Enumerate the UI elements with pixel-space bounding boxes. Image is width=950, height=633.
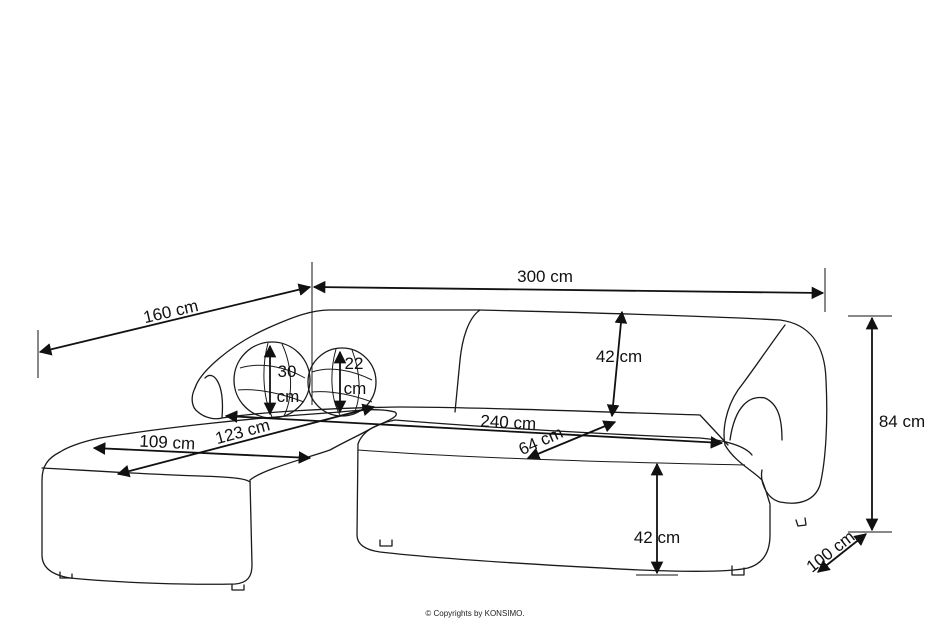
label-back-height: 42 cm: [596, 347, 642, 366]
pillow-large: [233, 341, 311, 419]
sofa-left-arm: [191, 374, 224, 420]
dimension-lines: [37, 262, 892, 576]
label-width-total: 300 cm: [517, 267, 573, 286]
label-depth-left: 160 cm: [141, 296, 200, 327]
copyright-notice: © Copyrights by KONSIMO.: [425, 609, 524, 618]
sofa-backrest: [194, 309, 828, 504]
label-pillow-large-value: 30: [278, 362, 297, 381]
label-seat-height: 42 cm: [634, 528, 680, 547]
sofa-legs: [59, 517, 807, 591]
label-chaise-width: 109 cm: [139, 432, 196, 454]
seat-front: [356, 419, 771, 572]
label-pillow-large-unit: cm: [277, 387, 300, 406]
label-pillow-small-value: 22: [345, 354, 364, 373]
label-pillow-small-unit: cm: [344, 379, 367, 398]
back-cushion: [454, 309, 481, 413]
label-depth-side: 100 cm: [803, 527, 859, 576]
label-height-total: 84 cm: [879, 412, 925, 431]
label-seat-width: 240 cm: [480, 412, 537, 434]
sofa-right-arm: [723, 324, 786, 505]
